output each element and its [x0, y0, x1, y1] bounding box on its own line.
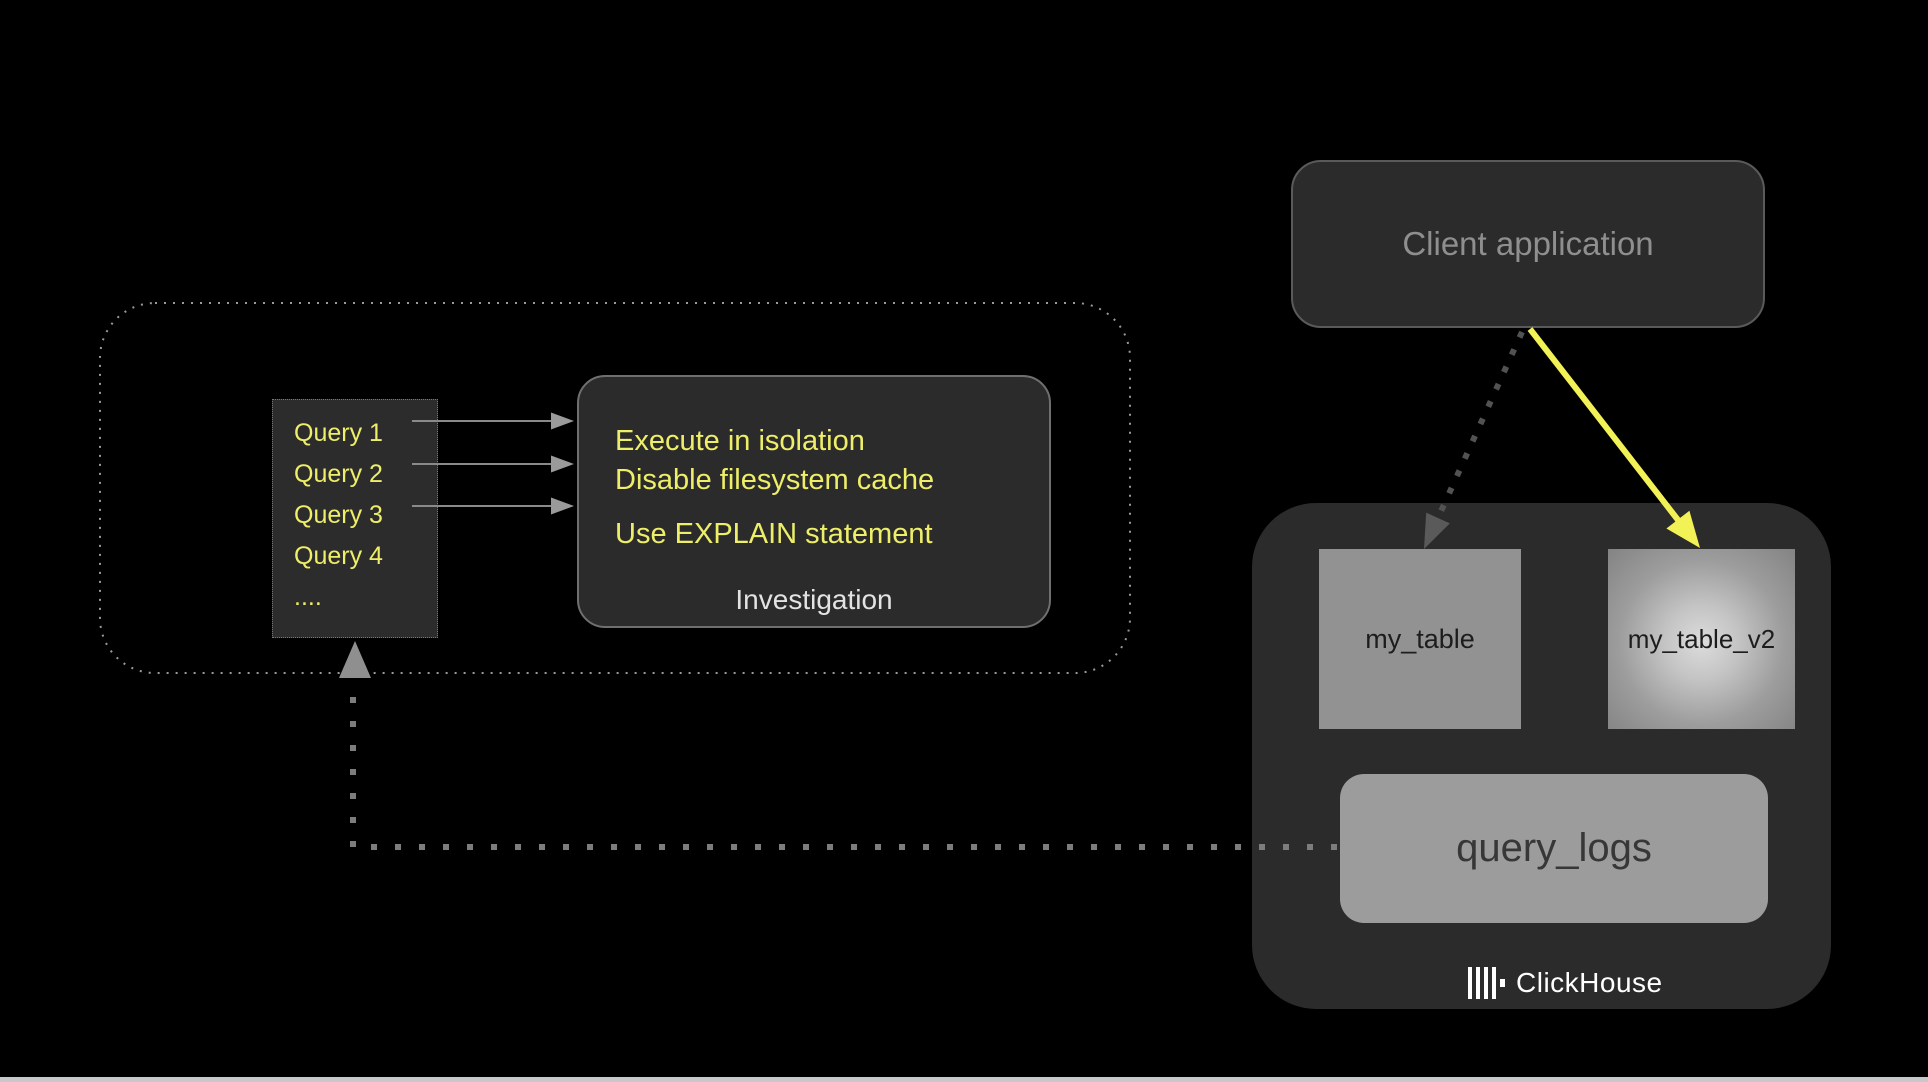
query-list-item: Query 4 [294, 542, 383, 570]
my-table-label: my_table [1365, 623, 1475, 654]
client-to-my-table-dotted-line [1435, 330, 1525, 520]
bottom-edge-strip [0, 1077, 1928, 1082]
query-logs-box: query_logs [1340, 774, 1768, 923]
query-list-item: Query 3 [294, 501, 383, 529]
my-table-v2-box: my_table_v2 [1608, 549, 1795, 729]
investigation-tip: Use EXPLAIN statement [615, 518, 933, 550]
investigation-tip: Execute in isolation [615, 425, 865, 457]
query-list-item: Query 2 [294, 460, 383, 488]
query-arrowheads [551, 412, 574, 515]
my-table-v2-label: my_table_v2 [1627, 623, 1776, 654]
client-to-my-table-v2-yellow-line [1527, 327, 1681, 522]
query-logs-feedback-dotted-line [350, 697, 1337, 850]
clickhouse-logo: ClickHouse [1468, 964, 1663, 1002]
feedback-up-arrowhead [339, 641, 371, 678]
my-table-box: my_table [1319, 549, 1521, 729]
investigation-box: Execute in isolation Disable filesystem … [577, 375, 1051, 628]
clickhouse-brand-text: ClickHouse [1516, 967, 1663, 998]
query-list-box: Query 1 Query 2 Query 3 Query 4 .... [272, 399, 438, 638]
client-application-label: Client application [1402, 225, 1654, 262]
query-logs-label: query_logs [1456, 826, 1652, 870]
client-application-box: Client application [1291, 160, 1765, 328]
investigation-label: Investigation [735, 584, 893, 615]
clickhouse-bars-icon [1468, 967, 1505, 999]
query-list-ellipsis: .... [294, 583, 322, 611]
investigation-tip: Disable filesystem cache [615, 464, 935, 496]
query-list-item: Query 1 [294, 419, 383, 447]
